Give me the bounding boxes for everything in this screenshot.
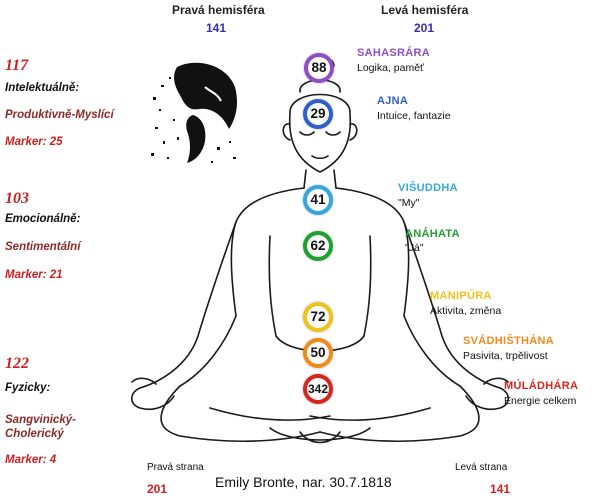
- svadhisthana-chakra: 50: [303, 338, 333, 368]
- right-side-label: Pravá strana: [147, 462, 204, 473]
- svadhisthana-desc: Pasivita, trpělivost: [463, 350, 548, 362]
- left-hemisphere-label: Levá hemisféra: [381, 3, 469, 17]
- anahata-name: ANÁHATA: [405, 228, 460, 240]
- manipura-chakra: 72: [303, 302, 333, 332]
- intellectual-type: Produktivně-Myslící: [5, 109, 114, 121]
- muladhara-name: MÚLÁDHÁRA: [504, 380, 579, 392]
- manipura-name: MANIPÚRA: [430, 290, 492, 302]
- physical-type-line2: Cholerický: [5, 428, 64, 440]
- portrait-image: [147, 57, 243, 167]
- left-side-label: Levá strana: [455, 462, 508, 473]
- sahasrara-name: SAHASRÁRA: [357, 47, 430, 59]
- sahasrara-chakra: 88: [304, 53, 334, 83]
- anahata-chakra: 62: [303, 231, 333, 261]
- right-hemisphere-value: 141: [206, 21, 227, 35]
- muladhara-desc: Energie celkem: [504, 395, 577, 407]
- vishuddha-name: VIŠUDDHA: [398, 182, 458, 194]
- physical-marker: Marker: 4: [5, 454, 57, 466]
- sahasrara-desc: Logika, paměť: [357, 62, 424, 74]
- intellectual-score: 117: [5, 57, 29, 74]
- manipura-value: 72: [310, 309, 326, 324]
- right-hemisphere-label: Pravá hemisféra: [172, 3, 265, 17]
- intellectual-marker: Marker: 25: [5, 136, 63, 148]
- muladhara-value: 342: [307, 382, 329, 396]
- sahasrara-value: 88: [311, 60, 327, 75]
- anahata-value: 62: [310, 238, 326, 253]
- vishuddha-chakra: 41: [303, 185, 333, 215]
- physical-type-line1: Sangvinický-: [5, 414, 76, 426]
- emotional-type: Sentimentální: [5, 241, 81, 253]
- svadhisthana-value: 50: [310, 345, 326, 360]
- intellectual-label: Intelektuálně:: [5, 82, 80, 94]
- emotional-label: Emocionálně:: [5, 213, 81, 225]
- ajna-desc: Intuice, fantazie: [377, 110, 451, 122]
- physical-label: Fyzicky:: [5, 382, 51, 394]
- svadhisthana-name: SVÁDHIŠTHÁNA: [463, 335, 554, 347]
- left-side-value: 141: [490, 482, 511, 496]
- muladhara-chakra: 342: [303, 374, 333, 404]
- anahata-desc: "Já": [405, 242, 424, 254]
- ajna-value: 29: [310, 106, 326, 121]
- vishuddha-value: 41: [310, 192, 326, 207]
- ajna-name: AJNA: [377, 95, 409, 107]
- physical-score: 122: [5, 355, 29, 372]
- right-side-value: 201: [147, 482, 168, 496]
- manipura-desc: Aktivita, změna: [430, 305, 502, 317]
- vishuddha-desc: "My": [398, 197, 420, 209]
- emotional-marker: Marker: 21: [5, 269, 63, 281]
- ajna-chakra: 29: [303, 99, 333, 129]
- left-hemisphere-value: 201: [414, 21, 435, 35]
- emotional-score: 103: [5, 190, 29, 207]
- person-caption: Emily Bronte, nar. 30.7.1818: [215, 474, 392, 490]
